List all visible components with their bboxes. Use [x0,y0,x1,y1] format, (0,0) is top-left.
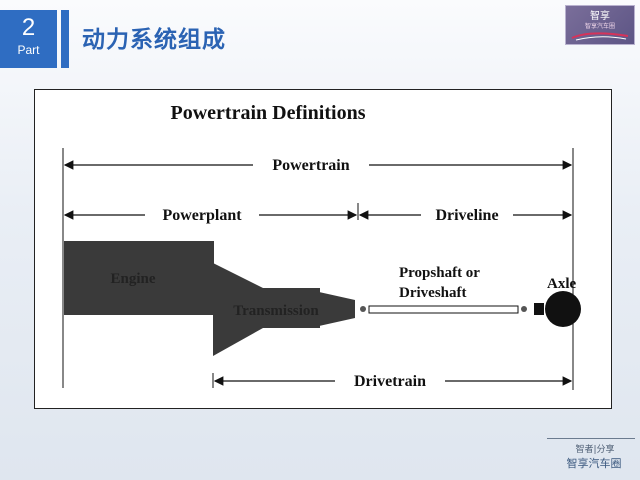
axle-label: Axle [547,276,577,292]
logo-sub-text: 智享汽车圈 [584,23,615,30]
part-label: Part [17,43,40,57]
footer-divider [547,438,635,439]
propshaft-bar [368,305,519,314]
propshaft-label-line2: Driveshaft [399,285,467,301]
drivetrain-label: Drivetrain [354,373,426,390]
axle-housing [545,291,581,327]
brand-logo: 智享 智享汽车圈 [565,5,635,45]
diagram-title: Powertrain Definitions [171,102,366,124]
transmission-body [262,288,320,328]
powerplant-label: Powerplant [162,207,242,224]
title-accent-bar [61,10,69,68]
logo-swoosh-icon [571,32,629,41]
part-number: 2 [21,14,36,41]
rear-ujoint [521,306,527,312]
powertrain-label: Powertrain [272,157,349,174]
engine-label: Engine [110,271,155,287]
transmission-label: Transmission [233,303,319,319]
propshaft-label-line1: Propshaft or [399,265,480,281]
driveline-label: Driveline [435,207,498,224]
front-ujoint [360,306,366,312]
powertrain-figure: Powertrain Definitions Powertrain Powerp… [34,89,612,409]
footer-tagline: 智者|分享 [575,445,615,455]
transmission-bell [213,263,263,356]
footer-brand: 智享汽车圈 [566,457,622,470]
part-badge: 2 Part [0,10,57,68]
axle-flange [534,303,544,315]
engine-block [64,241,214,315]
powertrain-diagram: Powertrain Definitions Powertrain Powerp… [62,102,581,390]
transmission-tail [319,292,355,326]
slide-title: 动力系统组成 [82,27,226,53]
logo-main-text: 智享 [590,11,610,22]
